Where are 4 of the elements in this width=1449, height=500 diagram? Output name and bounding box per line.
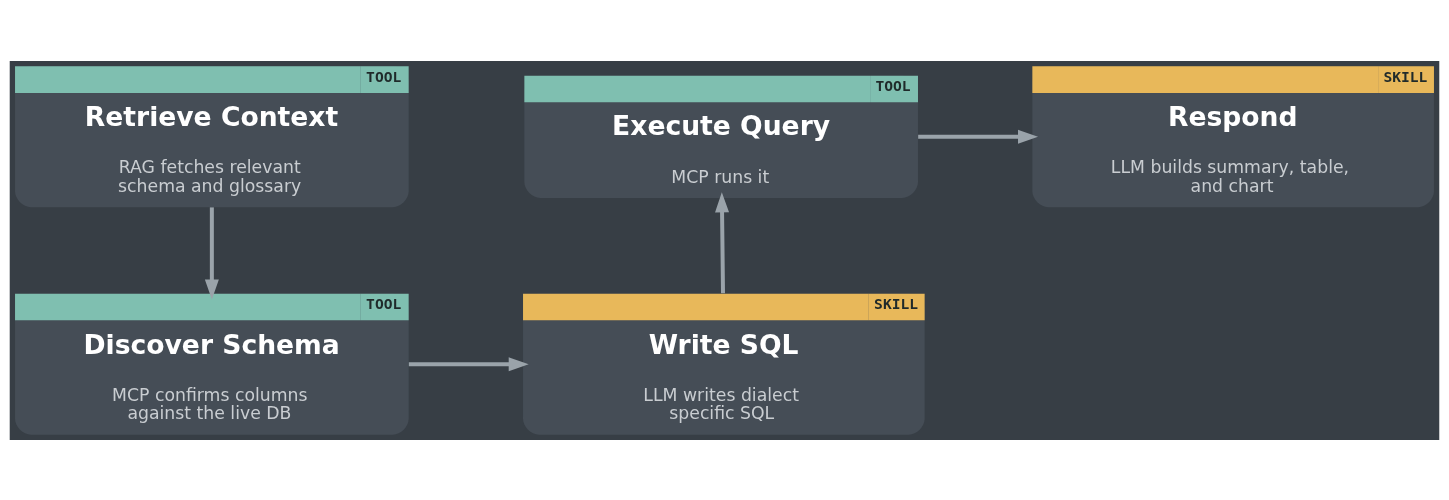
arrow: [408, 356, 529, 371]
arrow: [715, 191, 730, 293]
arrow: [918, 129, 1038, 144]
arrow: [204, 206, 219, 299]
